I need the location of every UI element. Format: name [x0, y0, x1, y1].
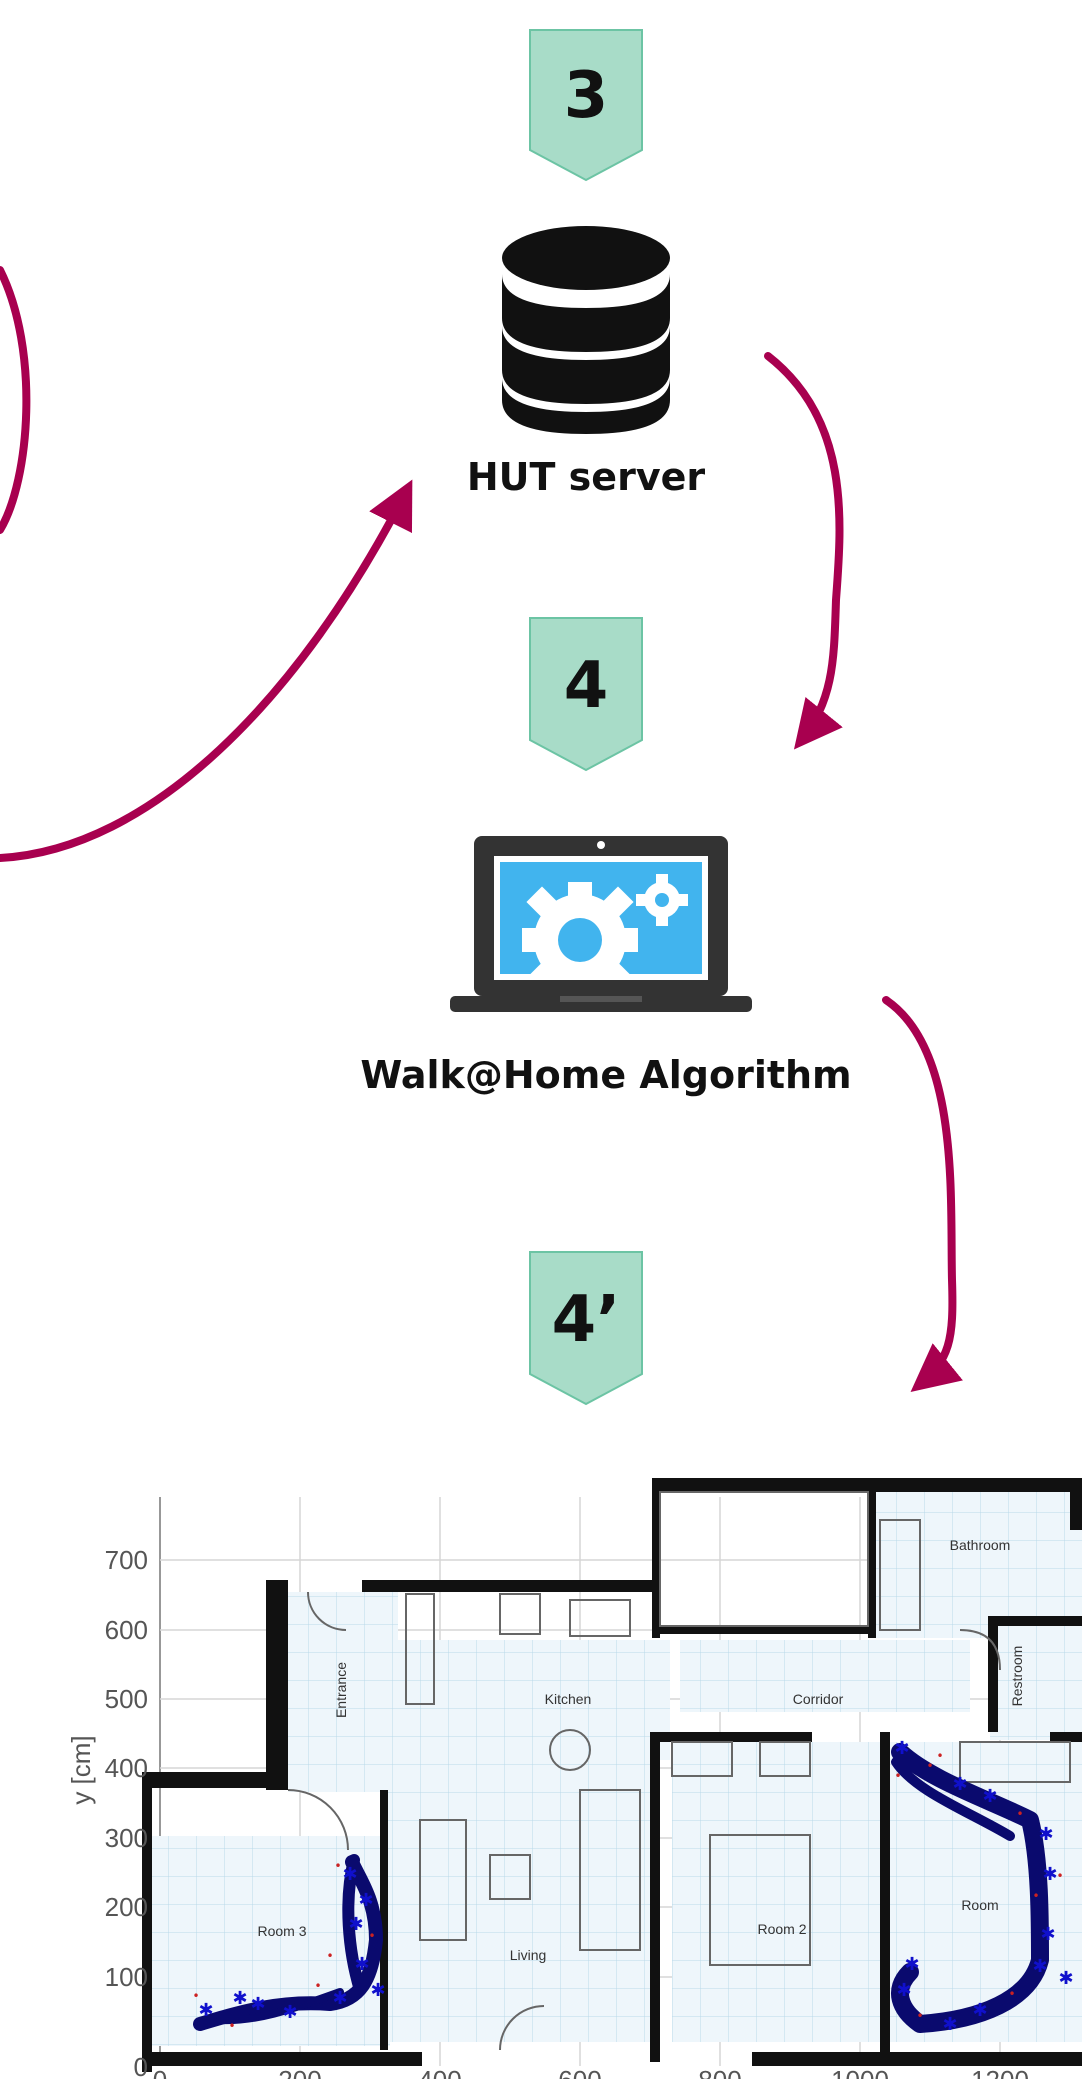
- step-number: 3: [564, 59, 609, 133]
- room-label: Living: [510, 1947, 547, 1963]
- trajectory-marker: •: [936, 1749, 943, 1763]
- room-label: Bathroom: [950, 1537, 1011, 1553]
- trajectory-marker: ✱: [896, 1980, 911, 2001]
- trajectory-marker: •: [1032, 1889, 1039, 1903]
- trajectory-marker: •: [926, 1759, 933, 1773]
- flow-arrow-algorithm-to-map: [882, 996, 963, 1393]
- step-number: 4’: [552, 1283, 621, 1357]
- step-badge-4: 4: [529, 617, 643, 772]
- trajectory-marker: ✱: [332, 1988, 347, 2009]
- y-tick-label: 200: [105, 1892, 148, 1922]
- trajectory-room: [891, 1743, 1049, 2033]
- trajectory-marker: ✱: [952, 1774, 967, 1795]
- trajectory-marker: •: [1016, 1807, 1023, 1821]
- trajectory-marker: ✱: [904, 1954, 919, 1975]
- x-tick-label: 1200: [971, 2065, 1029, 2079]
- trajectory-marker: ✱: [342, 1864, 357, 1885]
- y-tick-label: 600: [105, 1615, 148, 1645]
- room-label: Corridor: [793, 1691, 844, 1707]
- trajectory-marker: ✱: [1032, 1956, 1047, 1977]
- trajectory-marker: ✱: [348, 1914, 363, 1935]
- step-number: 4: [564, 649, 609, 723]
- y-tick-label: 400: [105, 1753, 148, 1783]
- trajectory-marker: •: [326, 1949, 333, 1963]
- trajectory-marker: •: [314, 1979, 321, 1993]
- trajectory-marker: •: [894, 1769, 901, 1783]
- y-tick-label: 300: [105, 1823, 148, 1853]
- trajectory-marker: ✱: [942, 2014, 957, 2035]
- room-label: Restroom: [1009, 1646, 1025, 1707]
- step-badge-4-prime: 4’: [529, 1251, 643, 1406]
- server-label: HUT server: [467, 455, 705, 499]
- gear-icon: [522, 874, 688, 974]
- room-label: Kitchen: [545, 1691, 592, 1707]
- step-badge-3: 3: [529, 29, 643, 182]
- trajectory-marker: ✱: [358, 1890, 373, 1911]
- trajectory-marker: ✱: [250, 1994, 265, 2015]
- trajectory-marker: ✱: [1040, 1924, 1055, 1945]
- trajectory-marker: •: [916, 2009, 923, 2023]
- trajectory-marker: •: [228, 2019, 235, 2033]
- room-label: Room: [961, 1897, 998, 1913]
- trajectory-marker: ✱: [1042, 1864, 1057, 1885]
- x-tick-label: 800: [698, 2065, 741, 2079]
- y-tick-label: 700: [105, 1545, 148, 1575]
- algorithm-label: Walk@Home Algorithm: [360, 1053, 851, 1097]
- floorplan-map: Bathroom Restroom Entrance Kitchen Corri…: [66, 1478, 1082, 2079]
- y-axis-label: y [cm]: [66, 1735, 96, 1804]
- trajectory-markers: ✱•✱✱•✱✱•✱✱•✱•✱✱•✱•✱✱•✱✱•✱✱•✱✱•✱✱••✱•: [192, 1738, 1073, 2035]
- room-label: Entrance: [333, 1662, 349, 1718]
- trajectory-marker: •: [334, 1859, 341, 1873]
- trajectory-marker: •: [192, 1989, 199, 2003]
- trajectory-marker: •: [368, 1929, 375, 1943]
- trajectory-room3: [193, 1854, 383, 2031]
- trajectory-marker: ✱: [354, 1954, 369, 1975]
- trajectory-marker: ✱: [1038, 1824, 1053, 1845]
- trajectory-marker: •: [1056, 1869, 1063, 1883]
- trajectory-marker: ✱: [370, 1980, 385, 2001]
- flow-arrow-server-to-algorithm: [764, 352, 844, 750]
- trajectory-marker: ✱: [894, 1738, 909, 1759]
- x-tick-label: 400: [418, 2065, 461, 2079]
- room-label: Room 3: [257, 1923, 306, 1939]
- x-tick-label: 1000: [831, 2065, 889, 2079]
- laptop-gear-icon: [450, 836, 752, 1012]
- y-tick-label: 100: [105, 1962, 148, 1992]
- room-label: Room 2: [757, 1921, 806, 1937]
- y-tick-label: 500: [105, 1684, 148, 1714]
- trajectory-marker: •: [1008, 1987, 1015, 2001]
- flow-arrow-from-left: [0, 266, 31, 534]
- x-tick-label: 200: [278, 2065, 321, 2079]
- x-tick-label: 600: [558, 2065, 601, 2079]
- x-tick-label: 0: [153, 2065, 167, 2079]
- trajectory-marker: ✱: [1058, 1968, 1073, 1989]
- trajectory-marker: ✱: [198, 2000, 213, 2021]
- trajectory-marker: ✱: [982, 1786, 997, 1807]
- trajectory-marker: ✱: [282, 2002, 297, 2023]
- trajectory-marker: ✱: [972, 2000, 987, 2021]
- y-tick-label: 0: [134, 2052, 148, 2079]
- database-icon: [502, 226, 670, 434]
- trajectory-marker: ✱: [232, 1988, 247, 2009]
- flow-arrow-to-server: [0, 479, 413, 862]
